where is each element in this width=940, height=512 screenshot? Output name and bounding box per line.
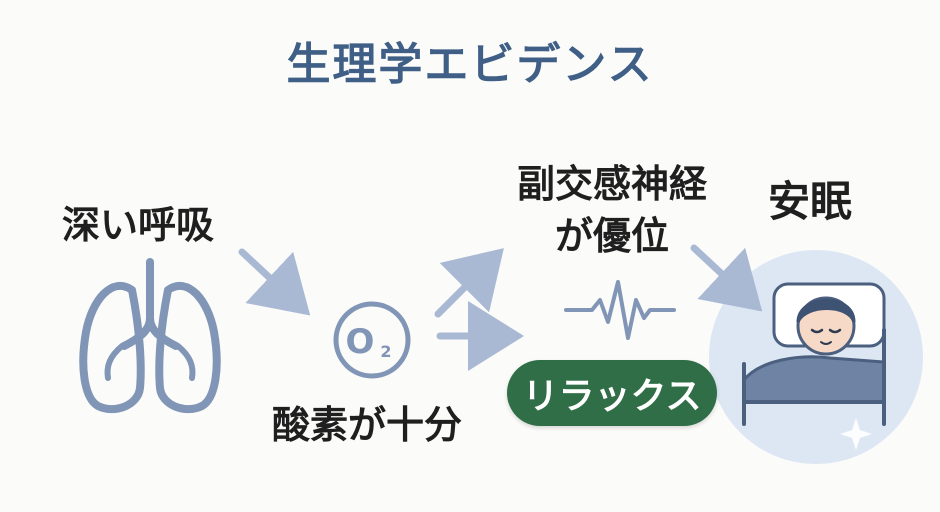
arrow-breath-to-oxygen (238, 248, 311, 316)
sleeping-person-icon (742, 282, 886, 426)
label-parasympathetic: 副交感神経 が優位 (506, 158, 718, 262)
arrow-parasympathetic-to-sleep (690, 244, 763, 312)
label-parasympathetic-line1: 副交感神経 (516, 162, 707, 206)
relax-pill: リラックス (507, 360, 717, 426)
sparkle-icon (840, 418, 872, 450)
heartbeat-icon (564, 280, 676, 340)
arrow-oxygen-to-parasympathetic (434, 248, 504, 318)
page-title: 生理学エビデンス (286, 39, 654, 90)
label-parasympathetic-line2: が優位 (554, 214, 669, 258)
svg-text:O: O (346, 322, 375, 362)
label-sleep: 安眠 (768, 177, 853, 226)
label-deep-breathing: 深い呼吸 (62, 203, 215, 247)
lungs-icon (79, 258, 221, 414)
oxygen-icon: O 2 (333, 301, 411, 379)
label-sufficient-oxygen: 酸素が十分 (272, 403, 463, 447)
svg-text:2: 2 (380, 342, 391, 361)
